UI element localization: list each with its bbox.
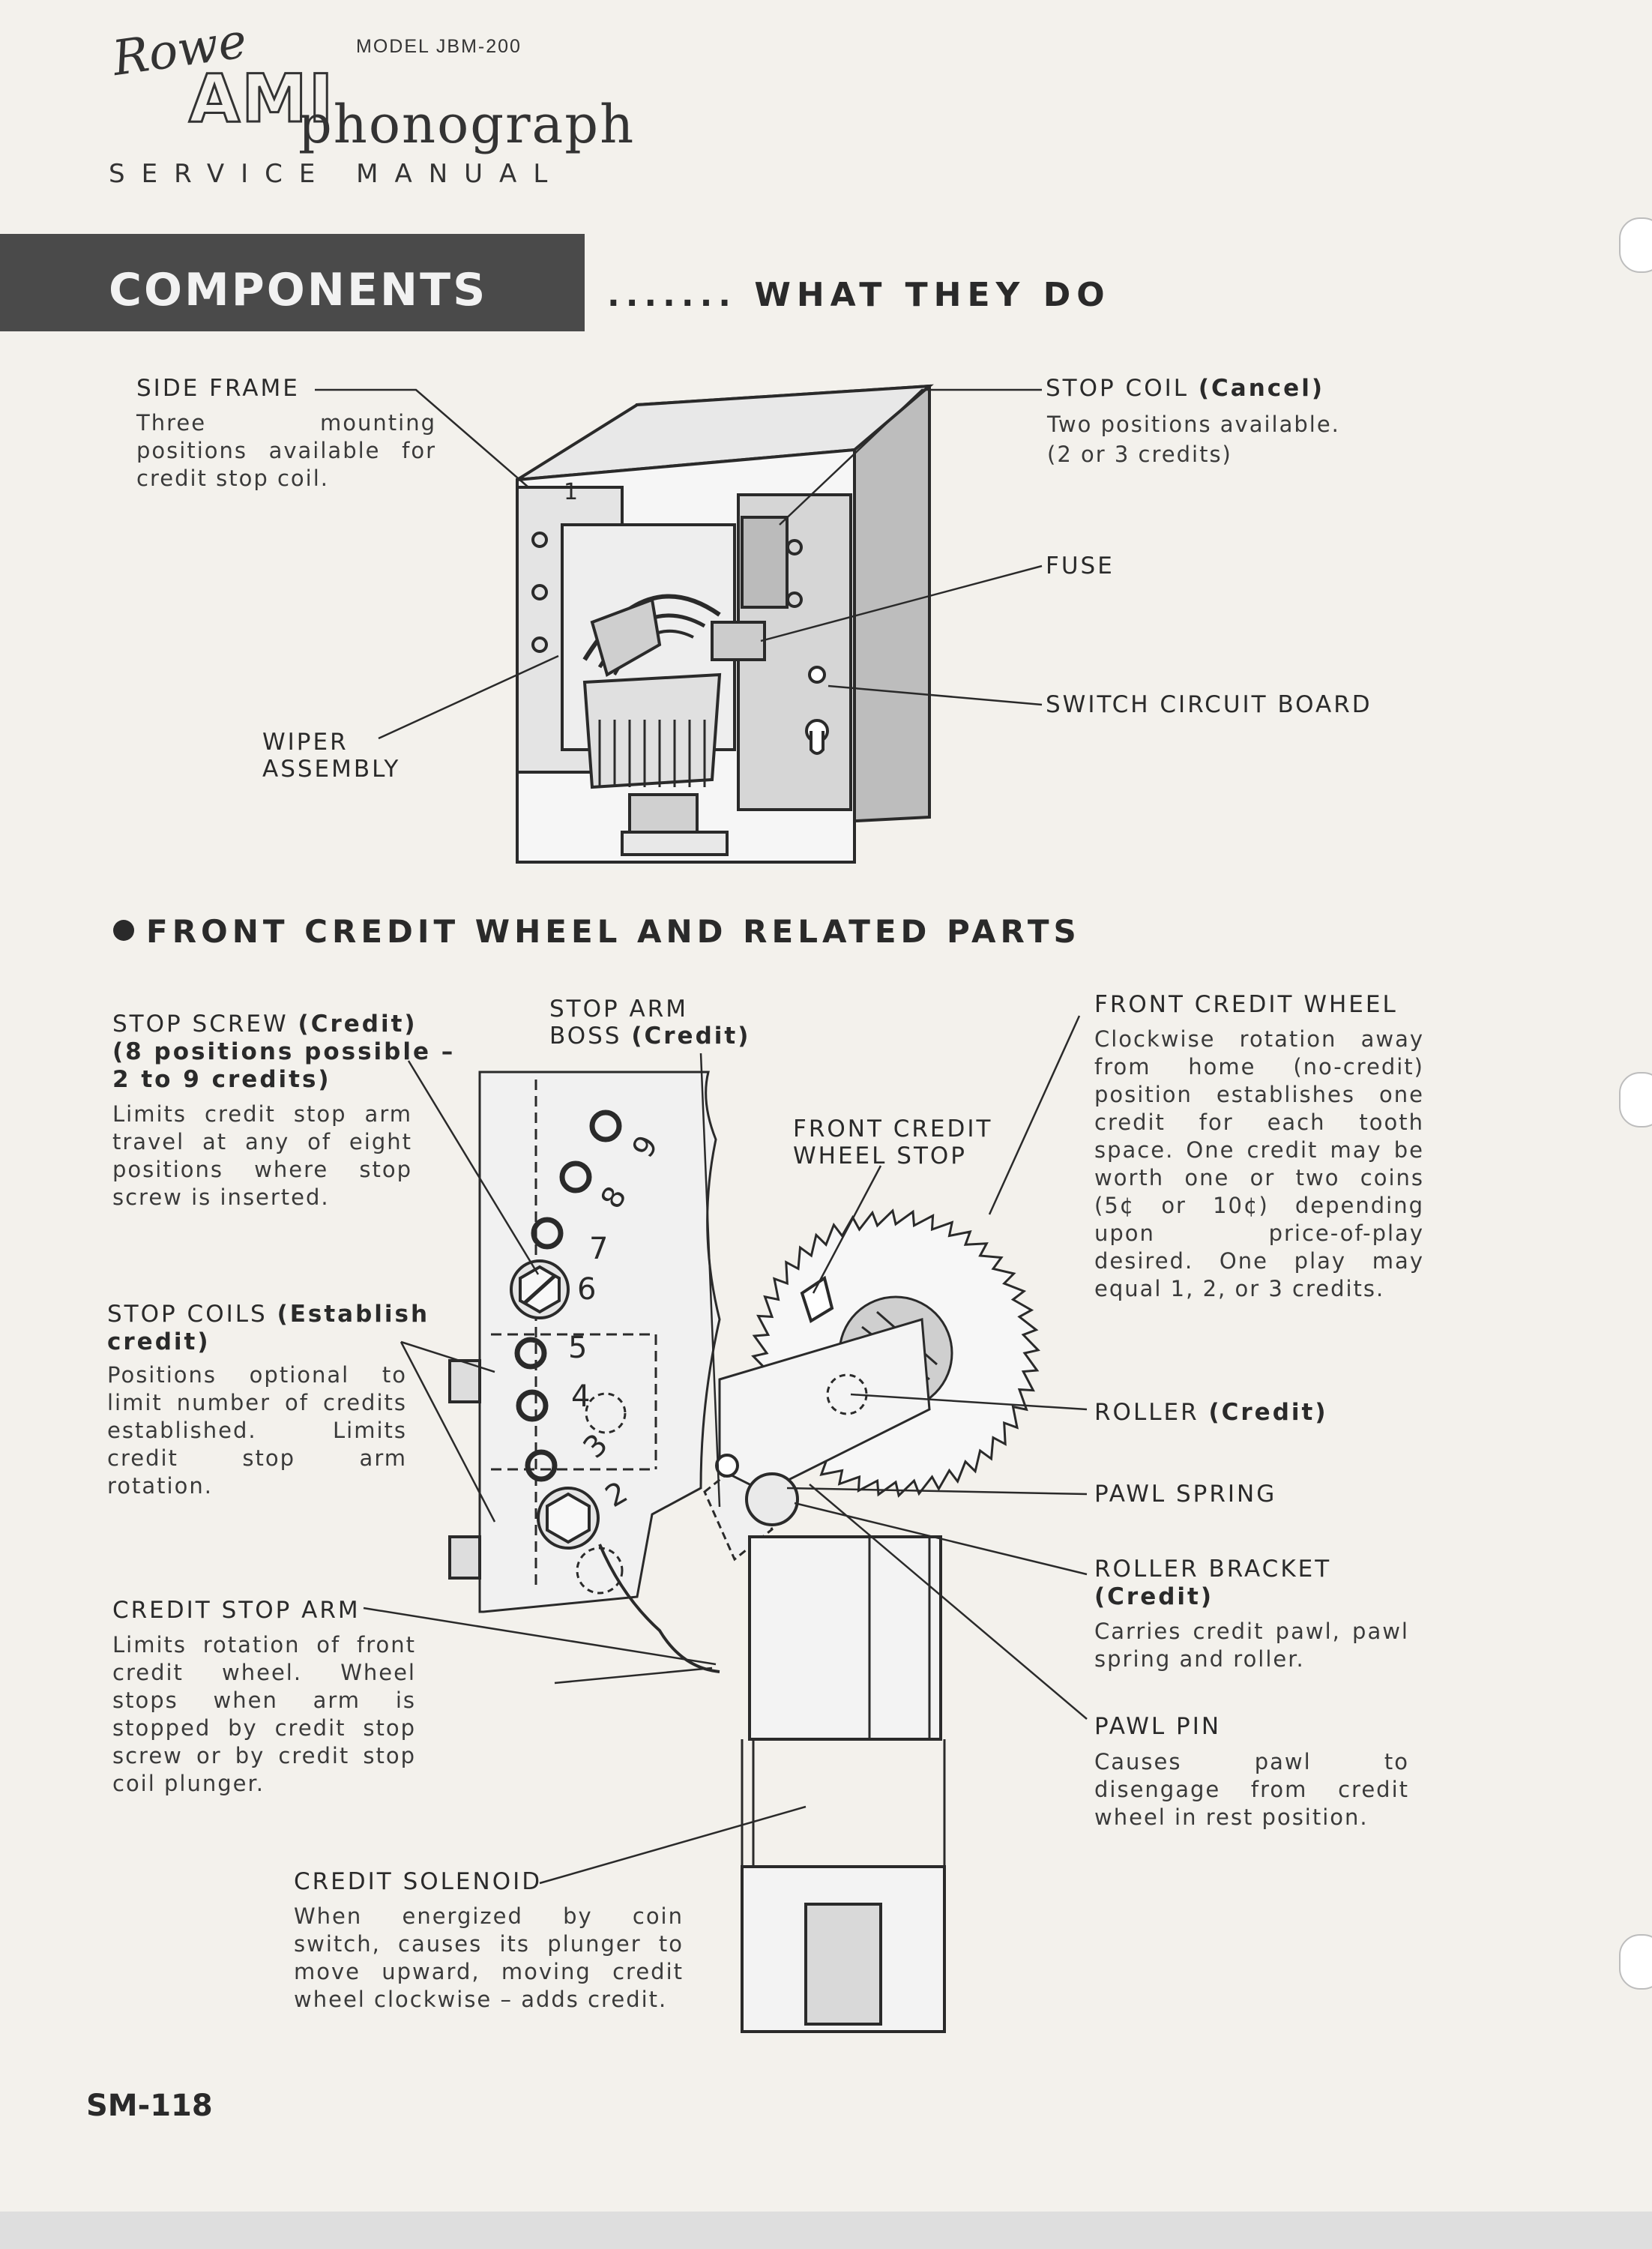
section-bullet-icon bbox=[113, 920, 134, 941]
side-frame-desc: Three mounting positions available for c… bbox=[136, 410, 436, 491]
stop-coils-title: STOP COILS bbox=[107, 1301, 268, 1328]
switch-circuit-board-label: SWITCH CIRCUIT BOARD bbox=[1046, 691, 1372, 718]
plate-number-5: 5 bbox=[568, 1331, 590, 1365]
roller-bracket-desc: Carries credit pawl, pawl spring and rol… bbox=[1094, 1619, 1409, 1672]
roller-paren: (Credit) bbox=[1208, 1399, 1328, 1426]
credit-stop-arm-label: CREDIT STOP ARM bbox=[112, 1597, 361, 1624]
plate-number-4: 4 bbox=[571, 1379, 593, 1414]
stop-arm-boss-line2: BOSS (Credit) bbox=[549, 1023, 750, 1050]
stop-screw-sub1: (8 positions possible – bbox=[112, 1038, 456, 1065]
wiper-label-line2: ASSEMBLY bbox=[262, 756, 401, 783]
stop-arm-boss-paren: (Credit) bbox=[631, 1023, 751, 1050]
wheel-stop-line2: WHEEL STOP bbox=[793, 1142, 967, 1169]
frame-digit: 1 bbox=[564, 479, 581, 505]
stop-screw-desc: Limits credit stop arm travel at any of … bbox=[112, 1101, 412, 1210]
fuse-label: FUSE bbox=[1046, 553, 1115, 579]
service-manual-title: SERVICE MANUAL bbox=[109, 159, 564, 189]
pawl-spring-label: PAWL SPRING bbox=[1094, 1481, 1277, 1508]
front-credit-wheel-label: FRONT CREDIT WHEEL bbox=[1094, 991, 1398, 1018]
credit-stop-arm-desc: Limits rotation of front credit wheel. W… bbox=[112, 1632, 416, 1796]
stop-screw-label: STOP SCREW (Credit) bbox=[112, 1011, 417, 1038]
stop-screw-paren: (Credit) bbox=[298, 1011, 417, 1038]
plate-number-6: 6 bbox=[577, 1272, 599, 1307]
components-banner: COMPONENTS bbox=[0, 234, 585, 331]
credit-wheel-illustration bbox=[448, 1071, 1040, 2033]
pawl-pin-label: PAWL PIN bbox=[1094, 1713, 1222, 1740]
roller-bracket-label: ROLLER BRACKET bbox=[1094, 1556, 1332, 1583]
stop-arm-boss-title: BOSS bbox=[549, 1023, 622, 1050]
section-heading: FRONT CREDIT WHEEL AND RELATED PARTS bbox=[146, 913, 1081, 950]
stop-coil-desc-line2: (2 or 3 credits) bbox=[1047, 442, 1232, 467]
credit-unit-illustration bbox=[516, 384, 934, 864]
stop-coils-paren: (Establish bbox=[277, 1301, 430, 1328]
pawl-pin-desc: Causes pawl to disengage from credit whe… bbox=[1094, 1749, 1409, 1830]
stop-coil-title: STOP COIL bbox=[1046, 375, 1190, 402]
phonograph-title: phonograph bbox=[298, 94, 636, 155]
stop-screw-sub2: 2 to 9 credits) bbox=[112, 1066, 331, 1093]
wiper-label-line1: WIPER bbox=[262, 729, 349, 756]
credit-solenoid-desc: When energized by coin switch, causes it… bbox=[294, 1903, 684, 2012]
bottom-scan-strip bbox=[0, 2212, 1652, 2249]
roller-bracket-paren: (Credit) bbox=[1094, 1583, 1214, 1610]
stop-coil-label: STOP COIL (Cancel) bbox=[1046, 375, 1324, 403]
binder-hole-bottom bbox=[1619, 1934, 1652, 1990]
stop-arm-boss-line1: STOP ARM bbox=[549, 996, 689, 1023]
stop-coils-sub: credit) bbox=[107, 1328, 211, 1355]
plate-number-7: 7 bbox=[589, 1232, 611, 1266]
front-credit-wheel-desc: Clockwise rotation away from home (no-cr… bbox=[1094, 1026, 1424, 1301]
banner-tagline: ....... WHAT THEY DO bbox=[607, 276, 1111, 314]
wheel-stop-line1: FRONT CREDIT bbox=[793, 1116, 993, 1142]
page-code: SM-118 bbox=[86, 2089, 213, 2123]
binder-hole-top bbox=[1619, 217, 1652, 273]
credit-solenoid-label: CREDIT SOLENOID bbox=[294, 1868, 543, 1895]
leader-lines bbox=[315, 388, 1088, 1885]
roller-title: ROLLER bbox=[1094, 1399, 1199, 1426]
stop-coil-desc-line1: Two positions available. bbox=[1047, 412, 1340, 437]
binder-hole-middle bbox=[1619, 1072, 1652, 1127]
banner-title: COMPONENTS bbox=[109, 264, 488, 316]
side-frame-label: SIDE FRAME bbox=[136, 375, 300, 402]
stop-coils-desc: Positions optional to limit number of cr… bbox=[107, 1362, 407, 1499]
stop-screw-title: STOP SCREW bbox=[112, 1011, 289, 1038]
stop-coil-paren: (Cancel) bbox=[1198, 375, 1324, 402]
model-number: MODEL JBM-200 bbox=[356, 36, 522, 57]
roller-label: ROLLER (Credit) bbox=[1094, 1399, 1328, 1427]
stop-coils-label: STOP COILS (Establish bbox=[107, 1301, 429, 1328]
logo-ami: AMI bbox=[187, 59, 335, 139]
